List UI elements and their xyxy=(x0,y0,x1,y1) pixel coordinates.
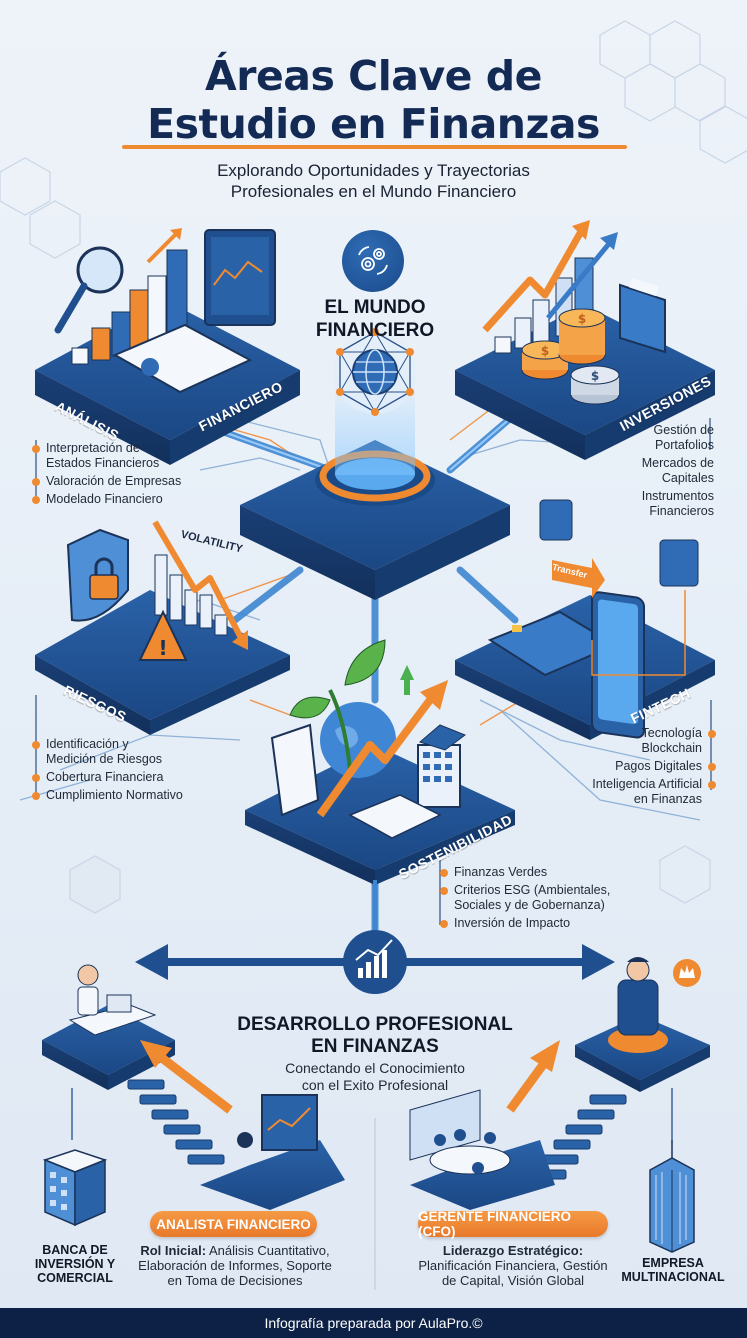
org-banca: BANCA DE INVERSIÓN Y COMERCIAL xyxy=(34,1243,116,1285)
topic-item: Criterios ESG (Ambientales,Sociales y de… xyxy=(440,883,660,913)
topic-item: Modelado Financiero xyxy=(32,492,232,507)
analisis-platform xyxy=(35,228,300,465)
hub-title-line-1: EL MUNDO xyxy=(324,297,426,318)
fintech-platform xyxy=(455,499,715,740)
svg-text:!: ! xyxy=(158,636,167,660)
title-underline xyxy=(122,145,627,149)
role-desc-cfo: Liderazgo Estratégico: Planificación Fin… xyxy=(418,1243,608,1288)
meeting-room-illustration xyxy=(409,1089,555,1210)
gears-icon xyxy=(342,230,404,292)
left-stairs xyxy=(127,1079,225,1165)
sostenibilidad-platform xyxy=(245,639,515,885)
orange-up-arrow-right xyxy=(506,1040,560,1113)
orange-up-arrow-left xyxy=(140,1040,233,1114)
page-subtitle: Explorando Oportunidades y Trayectorias … xyxy=(0,160,747,202)
career-subtitle-line-2: con el Exito Profesional xyxy=(301,1077,449,1093)
hexagon-pattern xyxy=(0,20,747,914)
junior-analyst-illustration xyxy=(42,964,175,1090)
footer-text: Infografía preparada por AulaPro.© xyxy=(264,1315,483,1331)
svg-text:$: $ xyxy=(591,369,599,383)
subtitle-line-1: Explorando Oportunidades y Trayectorias xyxy=(217,161,530,180)
role-badge-cfo: GERENTE FINANCIERO (CFO) xyxy=(418,1209,608,1239)
svg-text:$: $ xyxy=(578,312,586,326)
org-multinacional: EMPRESA MULTINACIONAL xyxy=(621,1256,725,1284)
analyst-desk-illustration xyxy=(200,1094,345,1210)
executive-illustration xyxy=(575,957,710,1092)
sostenibilidad-topics: Finanzas Verdes Criterios ESG (Ambiental… xyxy=(440,865,660,934)
footer-credit: Infografía preparada por AulaPro.© xyxy=(0,1308,747,1338)
topic-item: Finanzas Verdes xyxy=(440,865,660,880)
riesgos-platform: ! xyxy=(35,520,290,735)
topic-item: Pagos Digitales xyxy=(530,759,716,774)
hub-title-line-2: FINANCIERO xyxy=(315,320,435,341)
topic-item: Inversión de Impacto xyxy=(440,916,660,931)
career-title: DESARROLLO PROFESIONAL EN FINANZAS xyxy=(180,1014,570,1058)
page-title: Áreas Clave de Estudio en Finanzas xyxy=(0,52,747,148)
title-line-2: Estudio en Finanzas xyxy=(147,100,600,148)
topic-item: Valoración de Empresas xyxy=(32,474,232,489)
career-subtitle-line-1: Conectando el Conocimiento xyxy=(285,1060,465,1076)
topic-item: Cobertura Financiera xyxy=(32,770,232,785)
svg-text:$: $ xyxy=(541,344,549,358)
globe-network-icon xyxy=(333,328,417,416)
skyscraper-icon xyxy=(649,1140,695,1253)
career-subtitle: Conectando el Conocimiento con el Exito … xyxy=(220,1060,530,1094)
role-badge-analista: ANALISTA FINANCIERO xyxy=(150,1211,317,1237)
hub-title: EL MUNDO FINANCIERO xyxy=(290,296,460,342)
career-title-line-2: EN FINANZAS xyxy=(311,1036,439,1057)
bank-building-icon xyxy=(42,1149,108,1227)
role-desc-analista: Rol Inicial: Análisis Cuantitativo, Elab… xyxy=(138,1243,332,1288)
hub-platform xyxy=(240,380,510,600)
subtitle-line-2: Profesionales en el Mundo Financiero xyxy=(230,182,517,201)
title-line-1: Áreas Clave de xyxy=(205,52,542,100)
topic-item: Cumplimiento Normativo xyxy=(32,788,232,803)
career-title-line-1: DESARROLLO PROFESIONAL xyxy=(237,1014,513,1035)
inversiones-platform: $ $ $ xyxy=(455,220,715,460)
growth-chart-icon xyxy=(355,939,393,978)
